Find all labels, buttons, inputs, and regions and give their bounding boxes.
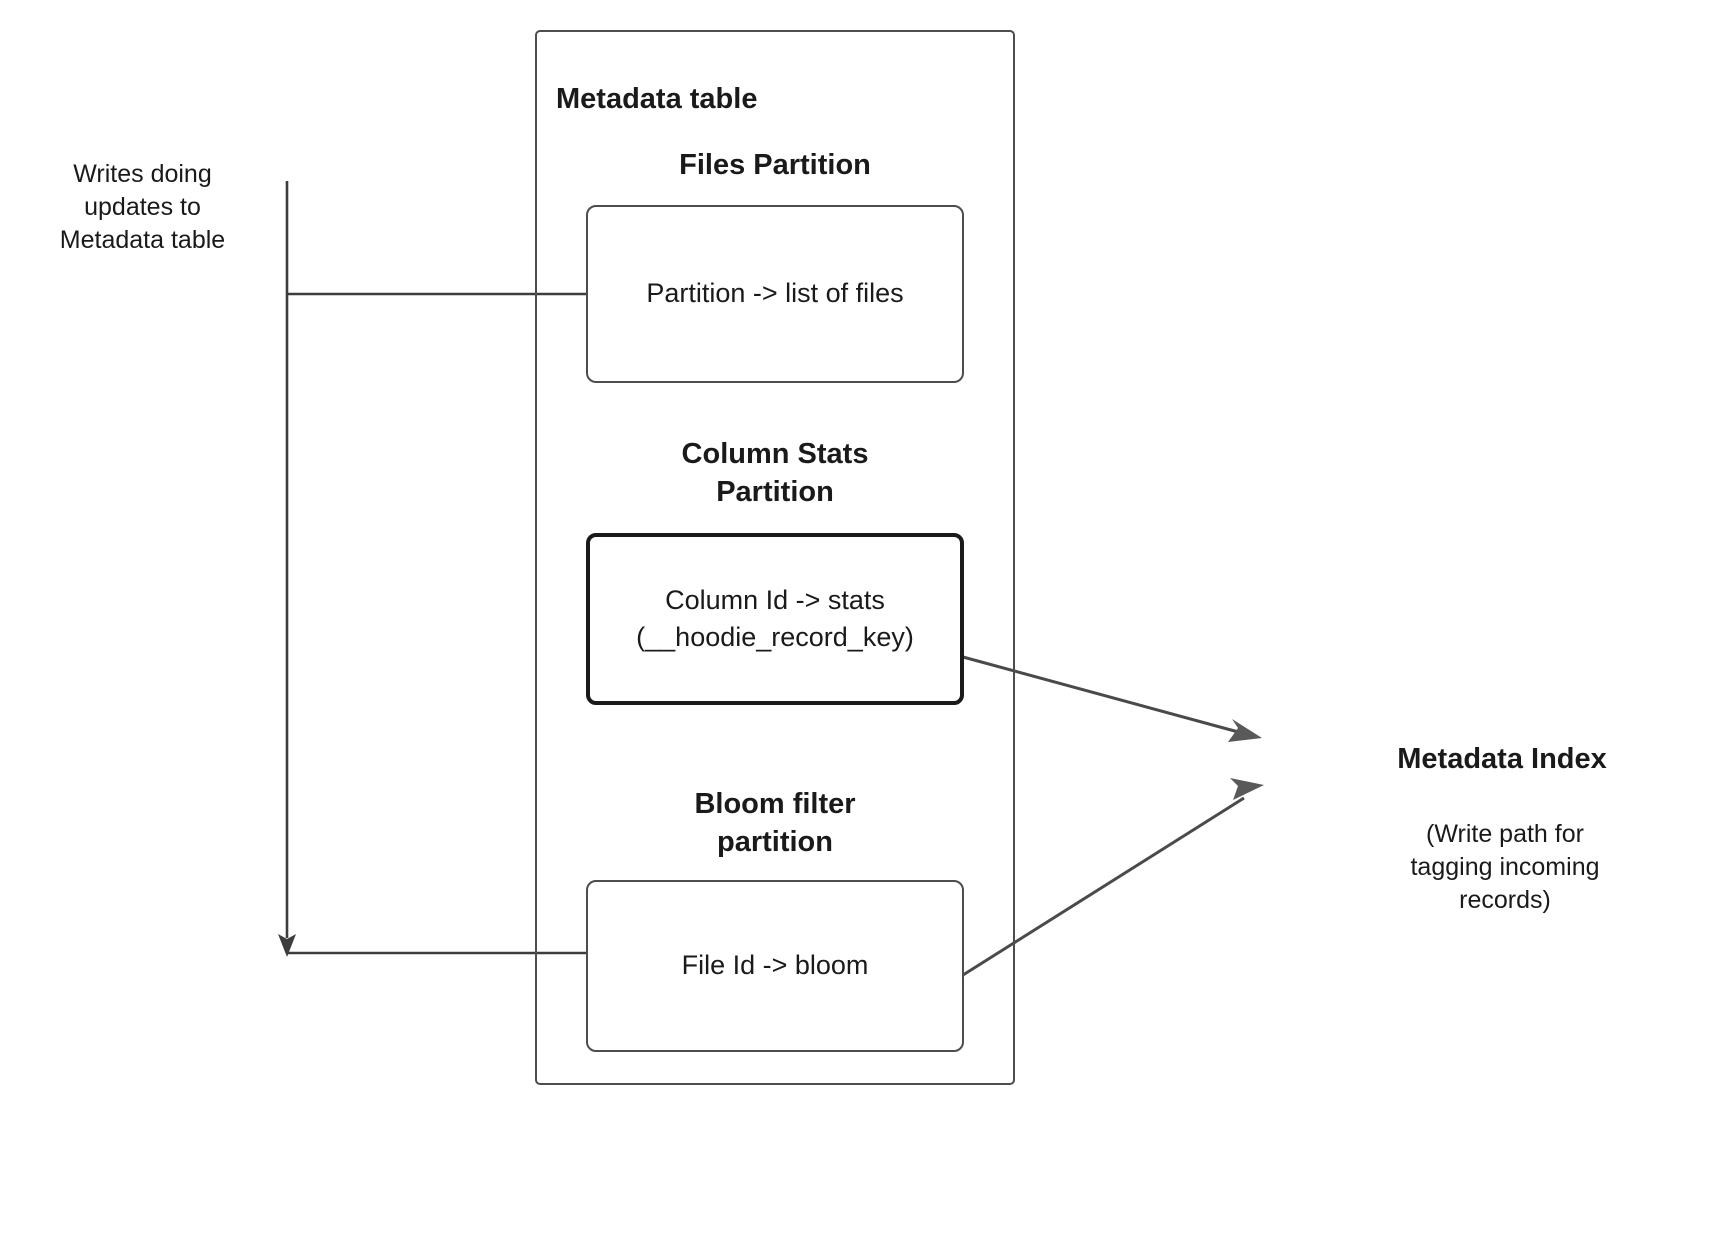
metadata-table-title: Metadata table	[556, 83, 758, 115]
bloom-filter-partition-heading: Bloom filter partition	[694, 788, 856, 859]
metadata-table-container	[535, 30, 1015, 1085]
bloom-filter-partition-box-label: File Id -> bloom	[681, 950, 869, 981]
metadata-index-subtitle: (Write path for tagging incoming records…	[1410, 820, 1600, 914]
files-partition-box-label: Partition -> list of files	[646, 278, 904, 309]
writes-trunk-arrowhead	[278, 934, 296, 957]
bloom-to-index-arrowhead	[1230, 778, 1264, 800]
column-stats-partition-box: Column Id -> stats (__hoodie_record_key)	[586, 533, 964, 705]
column-stats-partition-box-label: Column Id -> stats (__hoodie_record_key)	[636, 584, 914, 652]
metadata-index-title: Metadata Index	[1397, 743, 1607, 775]
colstats-to-index-arrowhead	[1228, 719, 1262, 742]
writes-caption: Writes doing updates to Metadata table	[59, 160, 226, 254]
files-partition-box: Partition -> list of files	[586, 205, 964, 383]
bloom-filter-partition-box: File Id -> bloom	[586, 880, 964, 1052]
files-partition-heading: Files Partition	[679, 149, 871, 181]
column-stats-partition-heading: Column Stats Partition	[681, 438, 869, 509]
